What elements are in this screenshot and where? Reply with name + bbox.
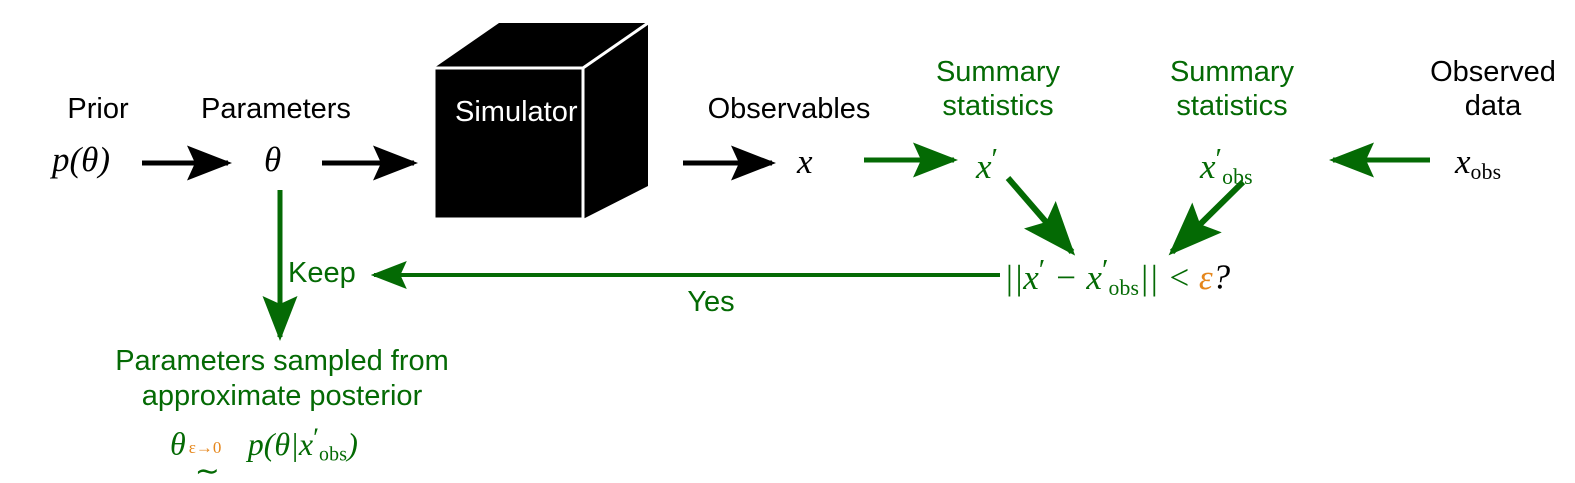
arrow-summary-obs-to-distance [1168, 179, 1246, 256]
math-prior-distribution: p(θ) [52, 140, 110, 180]
math-theta-text: θ [264, 140, 282, 179]
simulator-cube-front-face [434, 68, 583, 219]
math-theta: θ [264, 140, 281, 180]
math-observable-text: x [797, 142, 813, 181]
math-summary-sim-text: x′ [976, 142, 999, 186]
label-keep: Keep [288, 257, 356, 289]
math-question-mark: ? [1212, 257, 1231, 297]
math-distance-lhs: ||x′ − x′obs|| < [1004, 253, 1191, 300]
math-observed: xobs [1455, 142, 1501, 185]
simulator-cube-edge-front [432, 66, 585, 221]
label-simulator: Simulator [455, 96, 578, 128]
arrow-summary-sim-to-distance [1005, 176, 1076, 256]
math-summary-obs: x′obs [1200, 142, 1253, 190]
label-yes: Yes [687, 286, 735, 318]
simulator-cube-edge-top-right [582, 21, 649, 70]
math-posterior-theta: θ [170, 425, 186, 462]
label-prior: Prior [67, 93, 129, 125]
math-epsilon: ε [1198, 257, 1213, 297]
simulator-cube-top-face [434, 23, 648, 68]
math-observed-text: xobs [1455, 142, 1502, 185]
simulator-cube-side-face [583, 23, 648, 219]
math-prior-distribution-text: p(θ) [52, 140, 111, 179]
math-posterior-rhs: p(θ|x′obs) [247, 422, 358, 466]
math-observable: x [797, 142, 813, 182]
label-observables: Observables [707, 93, 871, 125]
label-parameters: Parameters [201, 93, 351, 125]
math-posterior-limit: ε→0 [188, 437, 222, 457]
math-summary-sim: x′ [976, 142, 998, 187]
math-distance-condition: ||x′ − x′obs|| <ε? [1004, 253, 1230, 301]
math-summary-obs-text: x′obs [1200, 142, 1253, 189]
math-posterior-tilde: ∼ [194, 454, 220, 483]
